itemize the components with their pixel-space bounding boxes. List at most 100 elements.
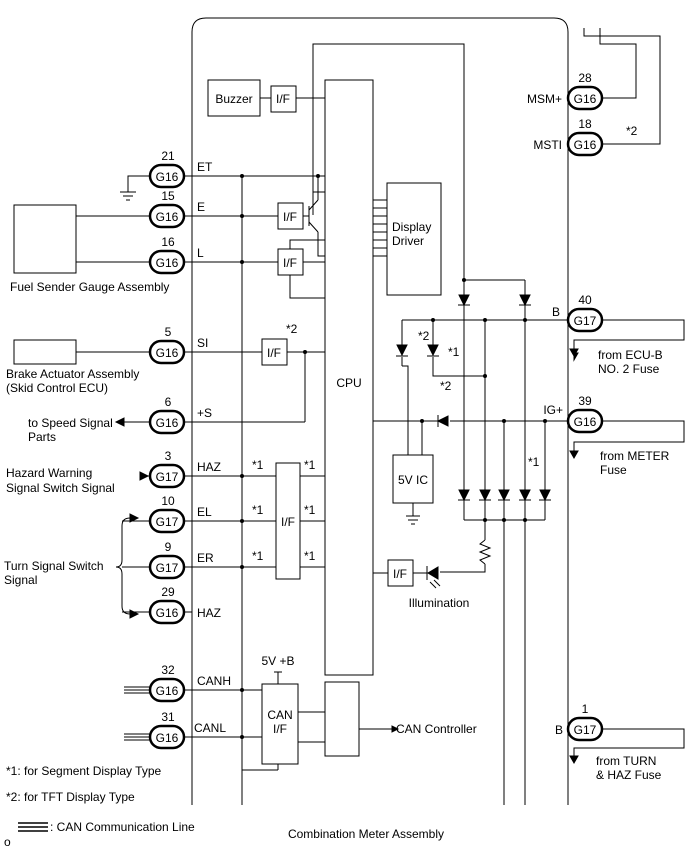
connector-er: [148, 554, 186, 580]
conn-label-b1: G17: [574, 314, 597, 328]
conn-label-b2: G17: [574, 723, 597, 737]
pin-name-ig: IG+: [543, 403, 563, 417]
connector-si: [148, 339, 186, 365]
note-msti: *2: [626, 124, 638, 138]
pin-name-haz1: HAZ: [197, 460, 221, 474]
pin-number-msti: 18: [578, 117, 592, 131]
pin-number-e: 15: [161, 189, 175, 203]
conn-label-canl: G16: [156, 731, 179, 745]
connector-canl: [148, 724, 186, 750]
fuel-sender-gauge: [13, 204, 77, 274]
brake-actuator-label-1: Brake Actuator Assembly: [6, 367, 139, 381]
note-si: *2: [286, 322, 298, 336]
connector-s: [148, 409, 186, 435]
connector-msm: [566, 85, 604, 111]
5v-ic-label: 5V IC: [398, 473, 428, 487]
ecub-fuse-label-1: from ECU-B: [598, 348, 663, 362]
pin-name-l: L: [197, 246, 204, 260]
display-driver-block: [386, 182, 442, 296]
conn-label-haz1: G17: [156, 470, 179, 484]
conn-label-canh: G16: [156, 684, 179, 698]
e-if-label: I/F: [283, 210, 297, 224]
connector-b2: [566, 716, 604, 742]
note-diode-a: *2: [418, 329, 430, 343]
note-diode-c: *2: [440, 379, 452, 393]
conn-label-er: G17: [156, 561, 179, 575]
pin-number-er: 9: [165, 540, 172, 554]
turn-if-label: I/F: [281, 515, 295, 529]
turnhaz-fuse-label-1: from TURN: [596, 754, 656, 768]
pin-number-canh: 32: [161, 663, 175, 677]
pin-number-si: 5: [165, 325, 172, 339]
pin-name-msti: MSTI: [533, 138, 562, 152]
meter-assembly-outline: [191, 17, 569, 805]
pin-number-s: 6: [165, 395, 172, 409]
note-diode-d: *1: [528, 455, 540, 469]
fuel-sender-label: Fuel Sender Gauge Assembly: [10, 280, 169, 294]
pin-number-canl: 31: [161, 710, 175, 724]
note-haz1-a: *1: [252, 458, 264, 472]
display-driver-label-1: Display: [392, 220, 431, 234]
conn-label-msti: G16: [574, 138, 597, 152]
conn-label-ig: G16: [574, 415, 597, 429]
si-if-label: I/F: [267, 346, 281, 360]
can-controller-block: [324, 681, 360, 757]
can-if-block: [261, 683, 299, 765]
pin-number-l: 16: [161, 235, 175, 249]
l-if-label: I/F: [283, 256, 297, 270]
speed-signal-label-1: to Speed Signal: [28, 416, 113, 430]
can-controller-label: CAN Controller: [396, 722, 477, 736]
supply-label: 5V +B: [261, 654, 294, 668]
pin-number-haz1: 3: [165, 449, 172, 463]
conn-label-l: G16: [156, 256, 179, 270]
turn-switch-label-2: Signal: [4, 573, 37, 587]
pin-name-b2: B: [555, 723, 563, 737]
legend-note-2: *2: for TFT Display Type: [6, 790, 135, 804]
buzzer-if-label: I/F: [276, 92, 290, 106]
pin-name-canl: CANL: [194, 721, 226, 735]
pin-name-si: SI: [197, 336, 208, 350]
pin-name-s: +S: [197, 406, 212, 420]
legend-can-line: : CAN Communication Line: [50, 820, 195, 834]
connector-msti: [566, 131, 604, 157]
ecub-fuse-label-2: NO. 2 Fuse: [598, 362, 660, 376]
can-if-label-2: I/F: [273, 722, 287, 736]
connector-e: [148, 203, 186, 229]
brake-actuator: [13, 339, 77, 365]
pin-name-el: EL: [197, 505, 212, 519]
turn-switch-label-1: Turn Signal Switch: [4, 559, 104, 573]
note-er-a: *1: [252, 549, 264, 563]
pin-name-et: ET: [197, 160, 213, 174]
note-er-b: *1: [304, 549, 316, 563]
pin-number-b1: 40: [578, 293, 592, 307]
conn-label-e: G16: [156, 210, 179, 224]
note-diode-b: *1: [448, 345, 460, 359]
legend-note-1: *1: for Segment Display Type: [6, 764, 162, 778]
conn-label-si: G16: [156, 346, 179, 360]
pin-number-msm: 28: [578, 71, 592, 85]
pin-number-et: 21: [161, 149, 175, 163]
pin-name-msm: MSM+: [527, 92, 562, 106]
conn-label-haz2: G16: [156, 606, 179, 620]
connector-canh: [148, 677, 186, 703]
note-haz1-b: *1: [304, 458, 316, 472]
conn-label-et: G16: [156, 170, 179, 184]
pin-number-haz2: 29: [161, 585, 175, 599]
pin-name-e: E: [197, 200, 205, 214]
hazard-switch-label-2: Signal Switch Signal: [6, 481, 115, 495]
pin-name-canh: CANH: [197, 674, 231, 688]
pin-number-ig: 39: [578, 394, 592, 408]
connector-haz1: [148, 463, 186, 489]
can-if-label-1: CAN: [267, 708, 292, 722]
illumination-led: [426, 566, 441, 589]
meter-fuse-label-1: from METER: [600, 449, 670, 463]
connector-l: [148, 249, 186, 275]
conn-label-s: G16: [156, 416, 179, 430]
diagram-title: Combination Meter Assembly: [288, 827, 444, 841]
meter-fuse-label-2: Fuse: [600, 463, 627, 477]
buzzer-label: Buzzer: [215, 92, 252, 106]
pin-name-haz2: HAZ: [197, 606, 221, 620]
cpu-block: [324, 79, 374, 676]
pin-number-b2: 1: [582, 702, 589, 716]
